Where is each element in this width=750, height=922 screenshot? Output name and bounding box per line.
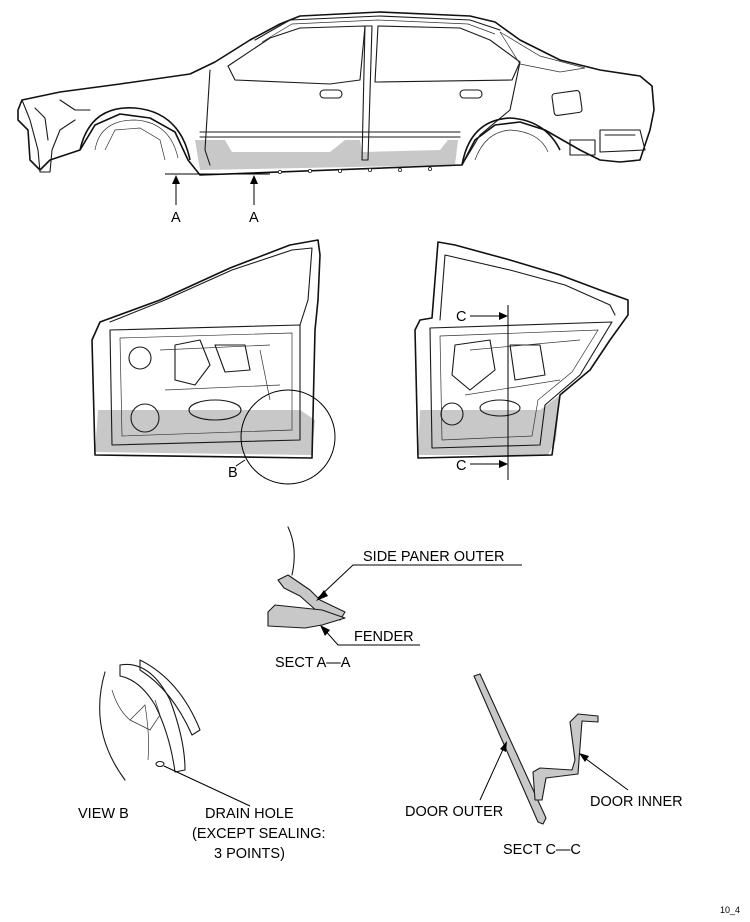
drain-hole-leader [163,765,251,807]
fender-label: FENDER [354,629,414,645]
section-a-left-arrowhead [172,175,180,184]
drain-hole-label-line2: (EXCEPT SEALING: [192,826,326,842]
door-outer-leader [479,744,506,801]
drain-hole [155,760,165,768]
front-regulator-rail [159,344,281,401]
sect-a-body-curve [287,526,295,576]
rear-inner-structure [474,129,549,161]
front-speaker-opening [130,403,160,433]
rear-door-inner-panel-2 [439,329,599,441]
drain-hole-label-line3: 3 POINTS) [214,846,285,862]
fuel-door [551,89,583,117]
side-panel-outer-label: SIDE PANER OUTER [363,549,505,565]
fender-leader-arrowhead [320,625,330,636]
sect-a-side-panel-outer-outline [277,574,346,621]
rear-panel [569,129,646,156]
view-b-panel-1 [119,663,186,773]
section-c-bottom-arrowhead [499,460,508,468]
front-upper-opening [128,346,152,370]
door-inner-leader-arrowhead [579,753,589,762]
front-door: B [91,239,336,485]
sect-c-door-outer-outline [473,673,547,825]
front-door-inner-panel-2 [119,332,293,437]
section-c-top-arrowhead [499,312,508,320]
front-door-seal-area [95,410,315,455]
rear-speaker-opening [440,402,464,426]
view-b-label: VIEW B [78,806,129,822]
side-panel-outer-leader-arrowhead [316,590,328,601]
rear-regulator [451,339,546,391]
section-c-bottom-label: C [456,458,466,474]
rear-door-seam [464,61,521,161]
door-inner-leader [581,755,629,791]
section-a-a-detail: SIDE PANER OUTER FENDER SECT A—A [267,526,522,671]
front-door-outline [91,239,321,459]
front-lower-opening [188,399,242,421]
view-b-panel-2 [139,659,201,736]
front-door-handle [319,89,343,99]
view-b-detail: VIEW B DRAIN HOLE (EXCEPT SEALING: 3 POI… [78,659,326,862]
car-body-side-view: A A [17,11,655,226]
drain-hole-label-line1: DRAIN HOLE [205,806,294,822]
sect-c-door-outer [474,674,546,824]
rear-lower-opening [479,399,521,417]
view-b-leader [235,459,246,467]
door-inner-label: DOOR INNER [590,794,683,810]
sect-a-side-panel-outer [278,575,345,620]
side-panel-outer-leader [317,564,522,599]
door-outer-leader-arrowhead [500,741,507,752]
rear-door-inner-panel [429,321,613,449]
section-c-top-label: C [456,309,466,325]
b-pillar [361,25,373,161]
rear-window [374,25,521,83]
body-side-molding [199,131,461,138]
rear-door: C C [414,241,629,480]
rear-door-window-frame [439,254,616,321]
rear-quarter-window [499,31,586,73]
sect-a-fender-outline [267,604,346,629]
figure-code: 10_4 [720,905,740,915]
fender-leader [322,627,420,646]
sect-c-door-inner-outline [532,713,599,801]
front-apron [21,99,91,173]
roof-rail [254,15,501,41]
section-a-right-arrowhead [250,175,258,184]
front-door-seam [204,69,211,166]
sect-c-door-inner [533,714,598,800]
front-door-window-frame [109,247,313,326]
view-b-inner-detail [111,689,161,761]
view-b-outer-curve [99,671,126,781]
front-inner-structure [94,119,179,161]
view-b-circle [240,389,336,485]
rear-regulator-rail [464,339,581,396]
front-door-inner-panel [109,324,301,446]
rocker-seal-area [195,140,458,170]
front-window [227,25,366,85]
view-b-marker-label: B [228,465,238,481]
section-a-left-label: A [171,210,181,226]
rear-door-handle [459,89,483,99]
front-wheel-arch [79,107,191,161]
body-outline [17,11,655,176]
sect-c-c-label: SECT C—C [503,842,581,858]
rear-door-outline [414,241,629,459]
rear-wheel-arch [461,117,561,166]
sect-a-a-label: SECT A—A [275,655,351,671]
door-outer-label: DOOR OUTER [405,804,503,820]
rear-door-seal-area [418,395,560,455]
section-c-c-detail: DOOR OUTER DOOR INNER SECT C—C [405,673,683,858]
sect-a-fender [268,605,345,628]
front-regulator [174,339,251,386]
roof-rail-inner [261,19,496,43]
section-a-right-label: A [249,210,259,226]
rocker-holes [277,166,432,174]
